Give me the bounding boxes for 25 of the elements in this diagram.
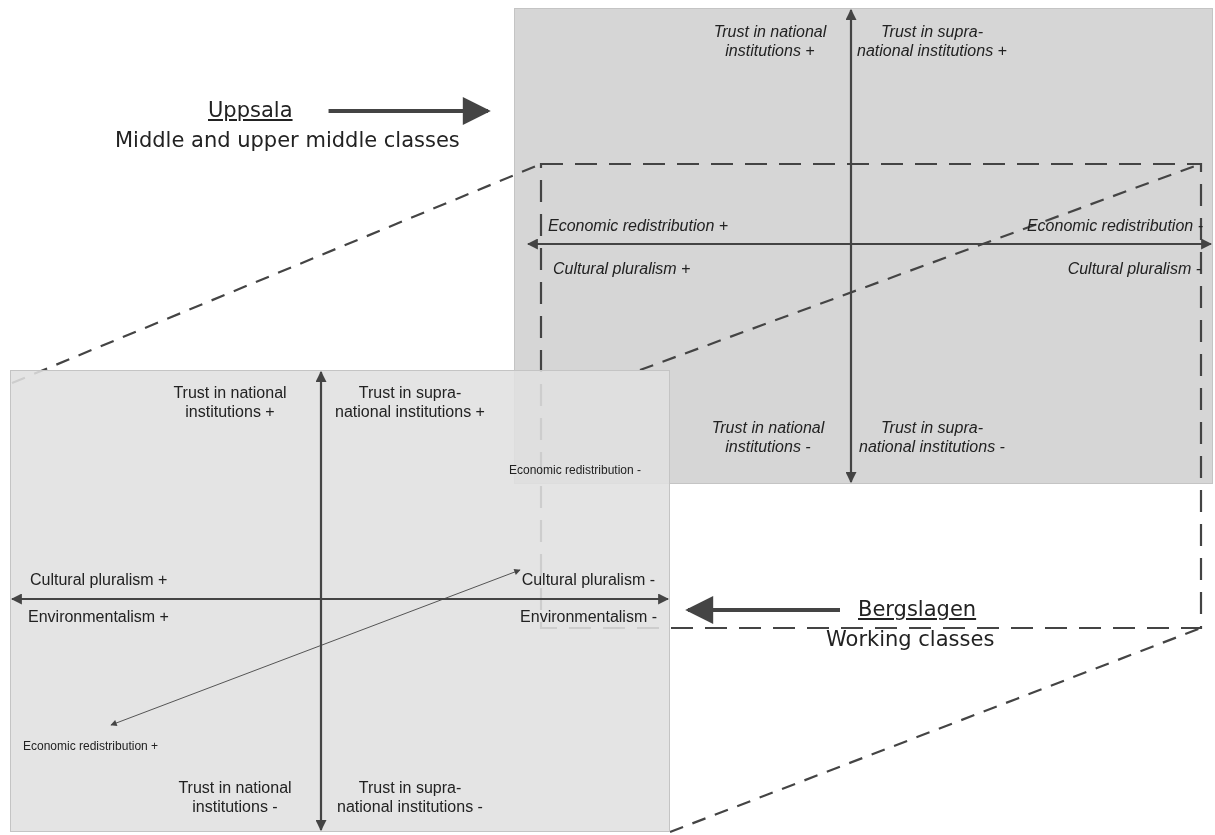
axis-label: Environmentalism - xyxy=(520,607,657,626)
axis-label: Trust in supra-national institutions + xyxy=(856,22,1008,60)
group-subtitle: Middle and upper middle classes xyxy=(115,127,460,154)
axis-label: Economic redistribution - xyxy=(1026,216,1203,235)
axis-label: Trust in supra-national institutions + xyxy=(334,383,486,421)
arrow xyxy=(685,596,840,624)
axis-label: Trust in national institutions - xyxy=(710,418,826,456)
axis-label: Cultural pluralism + xyxy=(30,570,168,589)
axis-label: Environmentalism + xyxy=(28,607,169,626)
group-heading: Uppsala xyxy=(208,97,293,124)
axis-label: Trust in national institutions + xyxy=(712,22,828,60)
axis-label: Cultural pluralism + xyxy=(553,259,691,278)
axis-label: Cultural pluralism - xyxy=(1067,259,1201,278)
axis-label: Trust in national institutions + xyxy=(172,383,288,421)
axis-label: Economic redistribution + xyxy=(548,216,729,235)
arrow xyxy=(328,97,491,125)
axis-label: Cultural pluralism - xyxy=(521,570,655,589)
axis-label: Economic redistribution + xyxy=(23,738,159,755)
axis-label: Trust in national institutions - xyxy=(177,778,293,816)
axis-label: Trust in supra-national institutions - xyxy=(858,418,1006,456)
group-subtitle: Working classes xyxy=(826,626,995,653)
axis-label: Economic redistribution - xyxy=(508,462,642,479)
group-heading: Bergslagen xyxy=(858,596,977,623)
axis-label: Trust in supra-national institutions - xyxy=(336,778,484,816)
quadrant-panel xyxy=(10,370,670,832)
